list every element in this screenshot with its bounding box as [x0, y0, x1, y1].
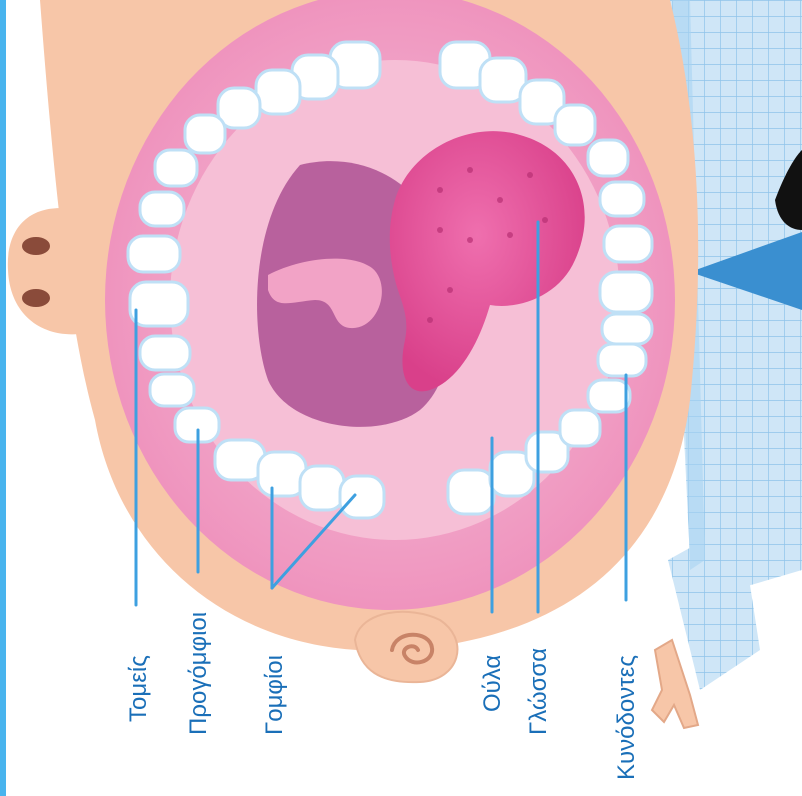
tooth — [598, 344, 646, 376]
tooth — [604, 226, 652, 262]
label-canines: Κυνόδοντες — [613, 655, 640, 780]
tooth — [155, 150, 197, 186]
tooth — [300, 466, 344, 510]
tooth — [130, 282, 188, 326]
label-gums: Ούλα — [479, 655, 506, 712]
tooth — [602, 314, 652, 344]
label-incisors: Τομείς — [125, 655, 152, 722]
tooth — [555, 105, 595, 145]
label-premolars: Προγόμφιοι — [185, 612, 212, 735]
tooth — [140, 336, 190, 370]
tooth — [588, 380, 630, 412]
tooth — [256, 70, 300, 114]
label-tongue: Γλώσσα — [525, 648, 552, 735]
nostril-bottom — [22, 289, 50, 307]
tooth — [128, 236, 180, 272]
label-molars: Γομφίοι — [261, 655, 288, 735]
tooth — [140, 192, 184, 226]
tooth — [340, 476, 384, 518]
tooth — [588, 140, 628, 176]
tooth — [600, 182, 644, 216]
nostril-top — [22, 237, 50, 255]
ear — [8, 208, 100, 334]
tooth — [560, 410, 600, 446]
left-border — [0, 0, 6, 796]
tooth — [448, 470, 494, 514]
tooth — [185, 115, 225, 153]
tooth — [150, 374, 194, 406]
tooth — [600, 272, 652, 312]
